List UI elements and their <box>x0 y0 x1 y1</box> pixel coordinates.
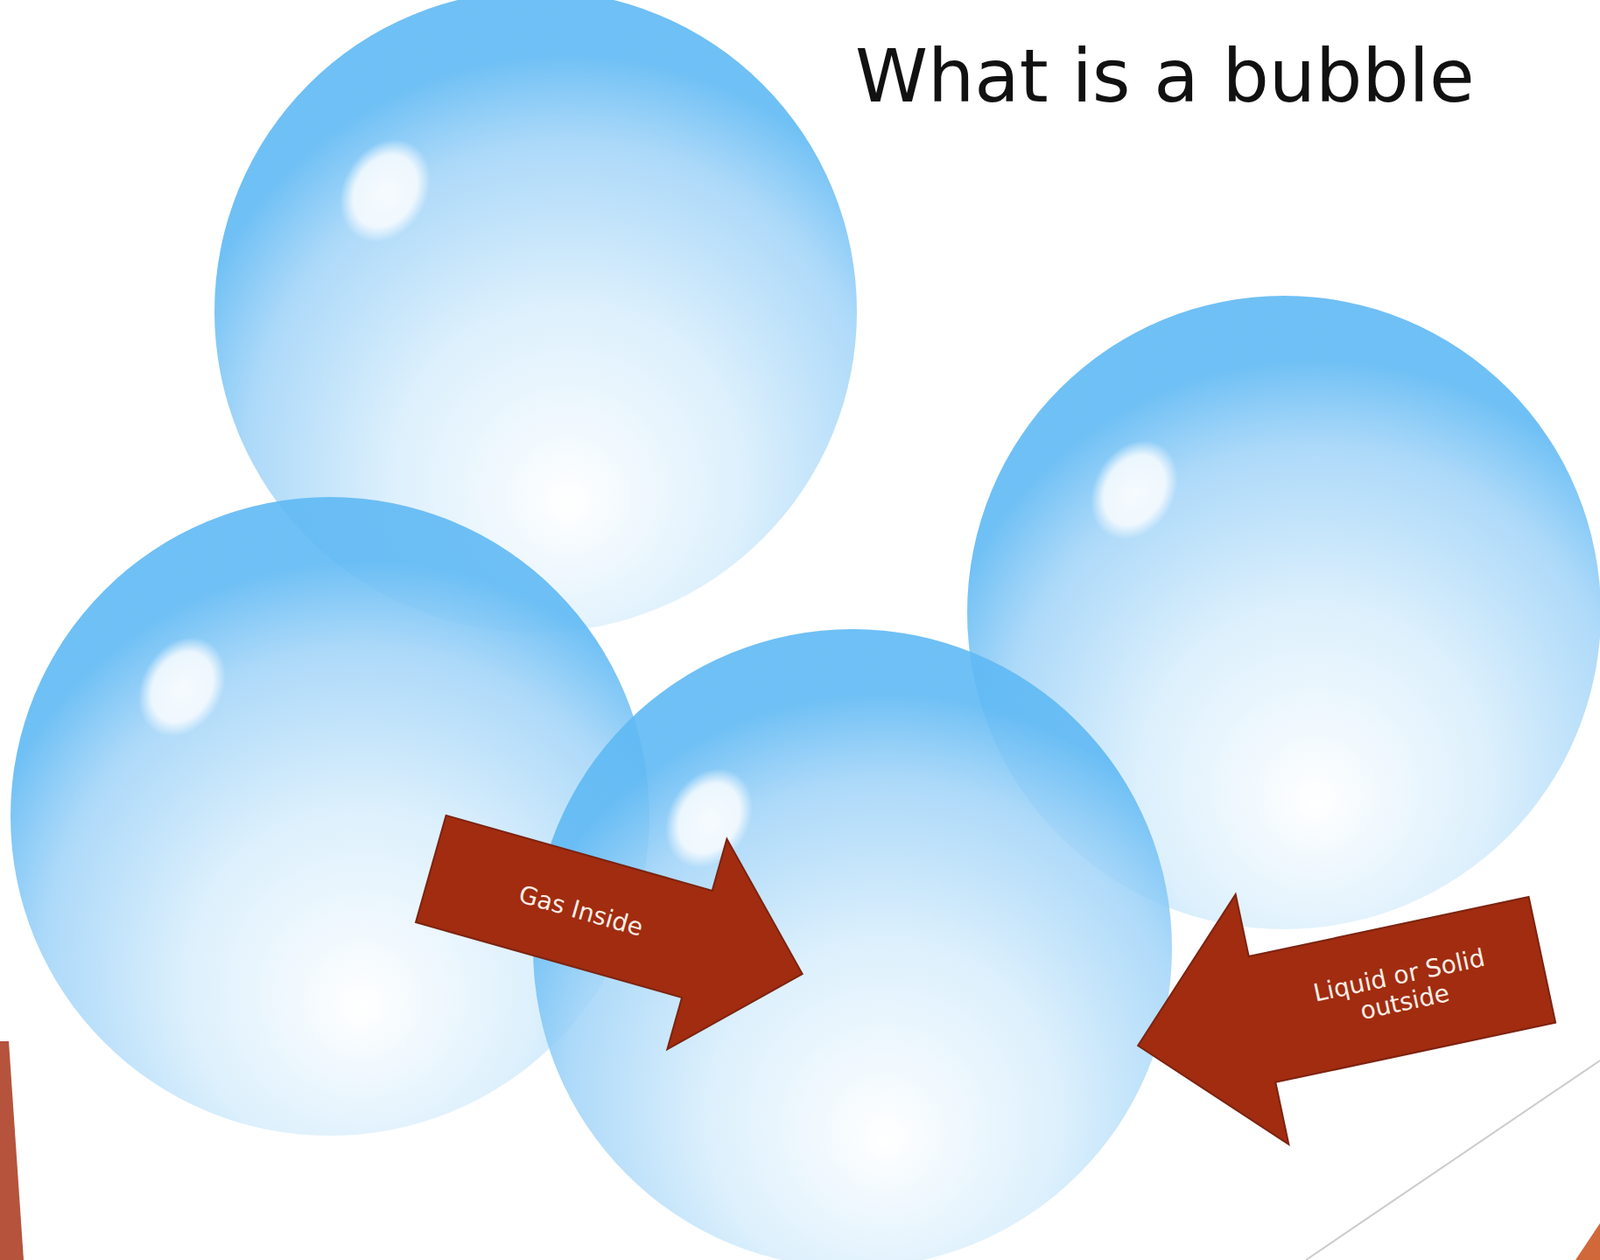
arrow-label: Gas Inside <box>439 821 723 1001</box>
corner-accent <box>1575 1223 1600 1260</box>
arrow-label: Liquid or Solid outside <box>1273 902 1532 1078</box>
corner-accent <box>0 1041 24 1260</box>
arrow-outline <box>1111 835 1569 1172</box>
slide-title: What is a bubble <box>855 33 1475 120</box>
arrow-outline <box>400 764 832 1081</box>
corner-line <box>1305 1060 1600 1260</box>
